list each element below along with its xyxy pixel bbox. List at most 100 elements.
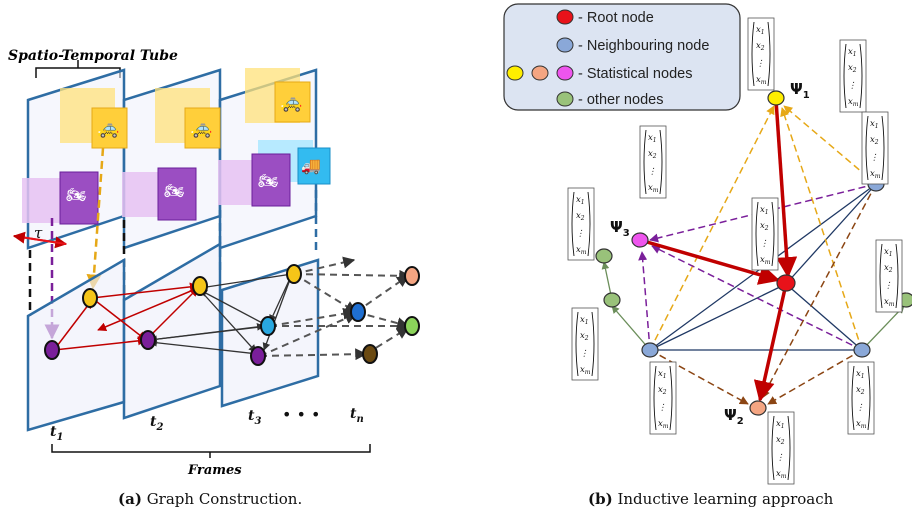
vector-bracket-left bbox=[771, 415, 775, 481]
vector-entry: x1 bbox=[848, 47, 857, 58]
bike-icon: 🏍 bbox=[164, 181, 184, 200]
node-purple bbox=[140, 330, 156, 350]
vector-bracket-right bbox=[669, 365, 673, 431]
node-yellow bbox=[82, 288, 98, 308]
svg-text:tn: tn bbox=[350, 406, 364, 425]
legend-stat-icon-pink bbox=[556, 65, 574, 81]
vector-entry: ⋮ bbox=[870, 153, 879, 163]
vector-entry: x2 bbox=[884, 263, 893, 274]
svg-text:t1: t1 bbox=[50, 424, 63, 443]
vector-entry: x1 bbox=[856, 369, 865, 380]
vector-entry: xm bbox=[760, 255, 771, 266]
vector-entry: ⋮ bbox=[756, 59, 765, 69]
vector-bracket-right bbox=[895, 243, 899, 309]
vector-entry: x2 bbox=[776, 435, 785, 446]
other-node bbox=[595, 248, 613, 264]
vector-entry: xm bbox=[848, 97, 859, 108]
node-purple bbox=[44, 340, 60, 360]
vector-entry: x2 bbox=[848, 63, 857, 74]
vector-entry: x1 bbox=[760, 205, 769, 216]
legend-neighbour-label: - Neighbouring node bbox=[578, 38, 709, 54]
vector-entry: xm bbox=[756, 75, 767, 86]
vector-bracket-right bbox=[867, 365, 871, 431]
vector-bracket-right bbox=[591, 311, 595, 377]
vector-bracket-left bbox=[851, 365, 855, 431]
vector-bracket-left bbox=[571, 191, 575, 257]
vector-entry: ⋮ bbox=[884, 281, 893, 291]
vector-bracket-left bbox=[843, 43, 847, 109]
legend-box bbox=[503, 3, 741, 111]
vector-entry: x1 bbox=[576, 195, 585, 206]
psi3-label: Ψ3 bbox=[610, 218, 630, 239]
legend-root-icon bbox=[556, 9, 574, 25]
graph-nodes bbox=[44, 264, 420, 366]
panel-a: Spatio-Temporal Tube 🚕 🚕 🚕 🚚 bbox=[8, 48, 420, 508]
vector-entry: x1 bbox=[756, 25, 765, 36]
bottom-frame-2 bbox=[122, 241, 222, 420]
vector-entry: x1 bbox=[648, 133, 657, 144]
car-icon: 🚕 bbox=[190, 118, 212, 139]
root-node bbox=[776, 274, 796, 292]
legend-other-icon bbox=[556, 91, 574, 107]
legend-root-label: - Root node bbox=[578, 10, 654, 26]
vector-entry: xm bbox=[580, 365, 591, 376]
legend-stat-icon-yellow bbox=[506, 65, 524, 81]
feature-vectors: x1 x2 ⋮ xm x1 x2 ⋮ xm x1 x2 ⋮ xm x1 x2 ⋮ xm x1 x2 ⋮ xm x1 x2 ⋮… bbox=[567, 17, 903, 485]
vector-entry: x1 bbox=[884, 247, 893, 258]
vector-entry: x2 bbox=[580, 331, 589, 342]
vector-bracket-left bbox=[575, 311, 579, 377]
vector-entry: x2 bbox=[760, 221, 769, 232]
legend-stat-label: - Statistical nodes bbox=[578, 66, 692, 82]
panel-b: - Root node - Neighbouring node - Statis… bbox=[503, 3, 912, 508]
vector-bracket-left bbox=[643, 129, 647, 195]
vector-entry: ⋮ bbox=[760, 239, 769, 249]
truck-icon: 🚚 bbox=[301, 156, 321, 175]
bike-icon: 🏍 bbox=[66, 185, 86, 204]
other-node bbox=[603, 292, 621, 308]
vector-bracket-left bbox=[653, 365, 657, 431]
node-yellow bbox=[192, 276, 208, 296]
vector-entry: xm bbox=[576, 245, 587, 256]
time-labels: t1 t2 t3 • • • tn bbox=[50, 405, 364, 443]
vector-entry: ⋮ bbox=[856, 403, 865, 413]
vector-entry: x1 bbox=[870, 119, 879, 130]
stat-node-psi1 bbox=[767, 90, 785, 106]
vector-entry: ⋮ bbox=[580, 349, 589, 359]
node-green bbox=[404, 316, 420, 336]
vector-entry: x2 bbox=[576, 211, 585, 222]
node-brown bbox=[362, 344, 378, 364]
psi1-label: Ψ1 bbox=[790, 80, 810, 101]
vector-entry: xm bbox=[776, 469, 787, 480]
vector-entry: xm bbox=[658, 419, 669, 430]
node-peach bbox=[404, 266, 420, 286]
vector-entry: x2 bbox=[856, 385, 865, 396]
vector-bracket-right bbox=[881, 115, 885, 181]
frames-label: Frames bbox=[187, 463, 242, 478]
legend: - Root node - Neighbouring node - Statis… bbox=[506, 9, 709, 108]
car-icon: 🚕 bbox=[280, 92, 302, 113]
vector-entry: x1 bbox=[776, 419, 785, 430]
caption-b: (b) Inductive learning approach bbox=[588, 490, 834, 508]
vector-entry: xm bbox=[884, 297, 895, 308]
vector-entry: x2 bbox=[658, 385, 667, 396]
node-cyan bbox=[260, 316, 276, 336]
vector-entry: xm bbox=[648, 183, 659, 194]
vector-bracket-left bbox=[879, 243, 883, 309]
svg-text:t3: t3 bbox=[248, 408, 261, 427]
stat-node-psi2 bbox=[749, 400, 767, 416]
tube-label: Spatio-Temporal Tube bbox=[8, 48, 178, 64]
vector-entry: ⋮ bbox=[576, 229, 585, 239]
node-purple bbox=[250, 346, 266, 366]
node-blue bbox=[350, 302, 366, 322]
bike-icon: 🏍 bbox=[258, 171, 278, 190]
vector-bracket-left bbox=[865, 115, 869, 181]
vector-entry: x2 bbox=[756, 41, 765, 52]
vector-entry: x2 bbox=[870, 135, 879, 146]
svg-text:t2: t2 bbox=[150, 414, 163, 433]
node-yellow bbox=[286, 264, 302, 284]
bottom-frame-1 bbox=[26, 257, 126, 432]
ellipsis-dots: • • • bbox=[282, 405, 320, 424]
vector-bracket-left bbox=[751, 21, 755, 87]
vector-entry: ⋮ bbox=[776, 453, 785, 463]
